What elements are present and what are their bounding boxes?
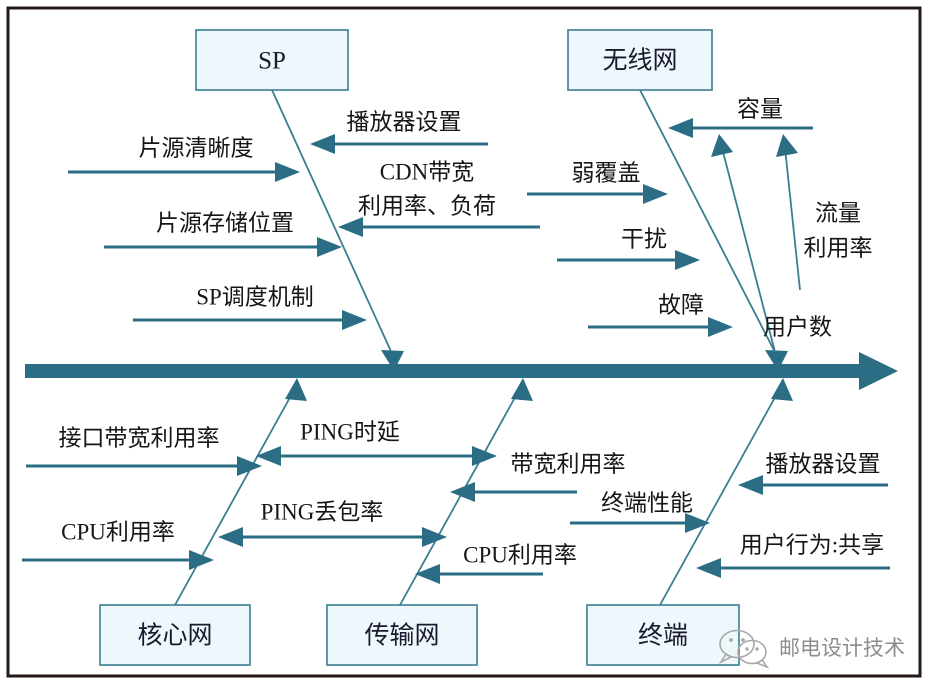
category-label-wireless: 无线网 (602, 47, 677, 75)
category-label-sp: SP (258, 48, 286, 75)
cause-ping-shiyan[interactable]: PING时延 (256, 420, 497, 467)
cause-label-jiekou-daikuan-lilvlv: 接口带宽利用率 (59, 426, 220, 451)
spine-arrow (25, 352, 898, 390)
cause-arrowhead-ping-diubaolv-right (422, 527, 447, 547)
cause-label-liuliang-line1: 流量 (815, 201, 861, 226)
cause-arrowhead-bofangqi-shezhi-bottom (738, 475, 763, 495)
cause-label-cpu-lilvlv-mid: CPU利用率 (463, 543, 577, 568)
bone-core-network (174, 391, 294, 606)
subbranch-arrowhead-yonghushu (711, 134, 733, 157)
category-box-sp[interactable] (195, 29, 349, 91)
cause-bofangqi-shezhi-top[interactable]: 播放器设置 (310, 110, 488, 155)
cause-arrowhead-pianyuan-qingxidu (275, 162, 300, 182)
cause-label-yonghu-xingwei-gongxiang: 用户行为:共享 (740, 533, 884, 558)
wechat-icon (718, 629, 770, 669)
cause-label-zhongduan-xingneng: 终端性能 (601, 491, 693, 516)
cause-arrowhead-rongliang (668, 118, 693, 138)
cause-sp-diaodu-jizhi[interactable]: SP调度机制 (133, 285, 367, 331)
category-box-wireless[interactable] (567, 29, 713, 91)
cause-arrowhead-ping-shiyan-right (472, 446, 497, 466)
cause-arrowhead-ruofugai (643, 184, 668, 204)
cause-ping-diubaolv[interactable]: PING丢包率 (218, 500, 447, 548)
cause-label-bofangqi-shezhi-top: 播放器设置 (347, 110, 462, 135)
cause-label-cpu-lilvlv-left: CPU利用率 (61, 520, 175, 545)
category-box-transport-network[interactable] (326, 604, 478, 666)
cause-label-bofangqi-shezhi-bottom: 播放器设置 (766, 452, 881, 477)
category-box-terminal[interactable] (586, 604, 740, 666)
cause-rongliang[interactable]: 容量 (668, 97, 813, 139)
cause-cpu-lilvlv-left[interactable]: CPU利用率 (22, 520, 214, 571)
bone-transport-network-arrowhead (511, 378, 533, 401)
cause-zhongduan-xingneng[interactable]: 终端性能 (570, 491, 710, 534)
cause-label-ruofugai: 弱覆盖 (572, 161, 641, 186)
cause-yonghu-xingwei-gongxiang[interactable]: 用户行为:共享 (696, 533, 890, 579)
cause-label-sp-diaodu-jizhi: SP调度机制 (196, 285, 314, 310)
cause-label-cdn-bandwidth-line2: 利用率、负荷 (358, 194, 496, 219)
subbranch-liuliang-lilvlv[interactable]: 流量 利用率 (776, 134, 873, 291)
cause-label-cdn-bandwidth-line1: CDN带宽 (380, 160, 475, 185)
cause-ganrao[interactable]: 干扰 (557, 227, 700, 271)
category-box-core-network[interactable] (99, 604, 251, 666)
cause-pianyuan-cunchu-weizhi[interactable]: 片源存储位置 (104, 211, 342, 258)
cause-label-liuliang-line2: 利用率 (804, 236, 873, 261)
cause-daikuan-lilvlv[interactable]: 带宽利用率 (450, 452, 626, 503)
bone-core-network-arrowhead (285, 378, 307, 401)
subbranch-line-yonghushu (721, 147, 776, 353)
cause-ruofugai[interactable]: 弱覆盖 (527, 161, 668, 205)
cause-pianyuan-qingxidu[interactable]: 片源清晰度 (68, 136, 300, 183)
cause-arrowhead-ping-shiyan-left (256, 446, 281, 466)
cause-arrowhead-cpu-lilvlv-left (189, 550, 214, 570)
cause-arrowhead-sp-diaodu-jizhi (342, 310, 367, 330)
cause-arrowhead-ping-diubaolv-left (218, 527, 243, 547)
cause-label-pianyuan-qingxidu: 片源清晰度 (139, 136, 254, 161)
cause-cpu-lilvlv-mid[interactable]: CPU利用率 (415, 543, 577, 585)
bone-transport-network (399, 391, 519, 606)
cause-arrowhead-bofangqi-shezhi-top (310, 134, 335, 154)
diagram-frame (6, 6, 922, 678)
cause-label-ping-shiyan: PING时延 (300, 420, 400, 445)
watermark: 邮电设计技术 (718, 629, 905, 669)
bone-terminal (659, 391, 779, 606)
subbranch-arrowhead-liuliang (776, 134, 798, 157)
cause-label-pianyuan-cunchu-weizhi: 片源存储位置 (156, 211, 294, 236)
cause-arrowhead-jiekou-daikuan-lilvlv (237, 456, 262, 476)
cause-label-ganrao: 干扰 (621, 227, 667, 252)
cause-label-daikuan-lilvlv: 带宽利用率 (511, 452, 626, 477)
cause-label-rongliang: 容量 (737, 97, 783, 122)
cause-arrowhead-zhongduan-xingneng (685, 513, 710, 533)
category-wireless[interactable]: 无线网 (567, 29, 788, 371)
bone-wireless (639, 89, 779, 359)
bone-terminal-arrowhead (771, 378, 793, 401)
category-core-network[interactable]: 核心网 (99, 378, 307, 666)
cause-cdn-bandwidth[interactable]: CDN带宽 利用率、负荷 (338, 160, 540, 238)
bone-sp (271, 89, 395, 359)
cause-bofangqi-shezhi-bottom[interactable]: 播放器设置 (738, 452, 888, 496)
spine-arrow-shape (25, 352, 898, 390)
cause-arrowhead-guzhang (708, 317, 733, 337)
category-transport-network[interactable]: 传输网 (326, 378, 533, 666)
cause-label-yonghushu: 用户数 (763, 315, 832, 340)
cause-label-guzhang: 故障 (658, 293, 704, 318)
cause-jiekou-daikuan-lilvlv[interactable]: 接口带宽利用率 (26, 426, 262, 477)
cause-arrowhead-daikuan-lilvlv (450, 482, 475, 502)
cause-guzhang[interactable]: 故障 (588, 293, 733, 338)
category-terminal[interactable]: 终端 (586, 378, 793, 666)
subbranch-yonghushu[interactable]: 用户数 (711, 134, 832, 353)
cause-label-ping-diubaolv: PING丢包率 (261, 500, 384, 525)
cause-arrowhead-ganrao (675, 250, 700, 270)
category-label-terminal: 终端 (638, 622, 688, 650)
cause-arrowhead-cpu-lilvlv-mid (415, 564, 440, 584)
category-sp[interactable]: SP (195, 29, 404, 371)
subbranch-line-liuliang (784, 147, 801, 291)
cause-arrowhead-cdn-bandwidth (338, 217, 363, 237)
watermark-label: 邮电设计技术 (779, 636, 905, 660)
cause-arrowhead-yonghu-xingwei-gongxiang (696, 558, 721, 578)
category-label-core-network: 核心网 (137, 622, 212, 650)
category-label-transport-network: 传输网 (364, 622, 439, 650)
bone-wireless-arrowhead (765, 350, 788, 371)
cause-arrowhead-pianyuan-cunchu-weizhi (317, 237, 342, 257)
bone-sp-arrowhead (381, 350, 404, 371)
